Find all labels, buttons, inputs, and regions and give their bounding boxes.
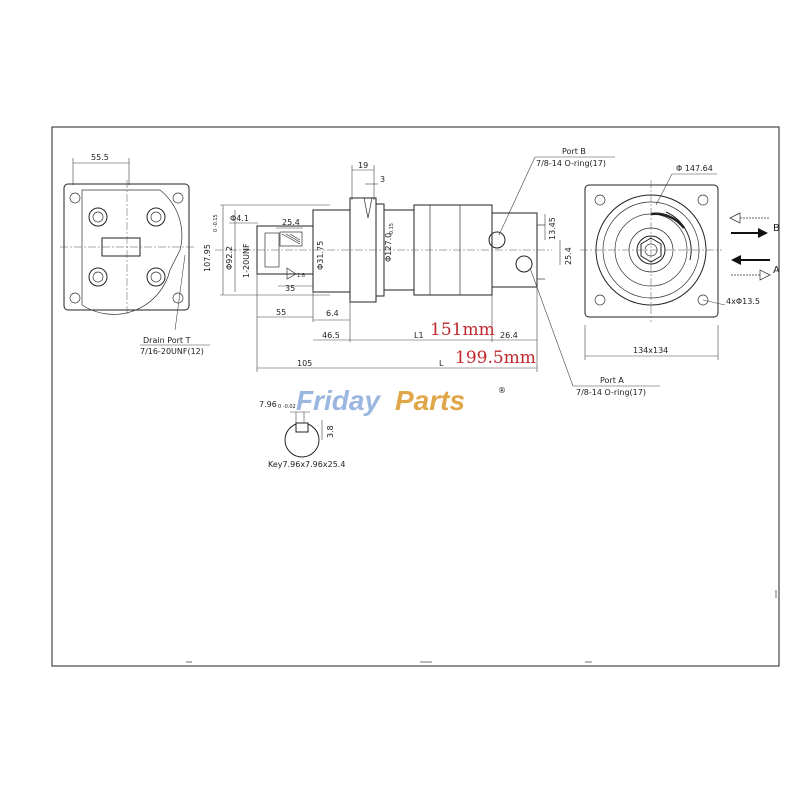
dim-46-5: 46.5	[322, 331, 340, 340]
dim-35: 35	[285, 284, 295, 293]
watermark-part1: Friday	[296, 385, 381, 416]
dim-3: 3	[380, 175, 385, 184]
dim-l-label: L	[439, 359, 444, 368]
dim-taper: 1:8	[297, 273, 305, 279]
dim-26-4: 26.4	[500, 331, 518, 340]
dim-19: 19	[358, 161, 368, 170]
key-detail: 7.96 0 -0.02 3.8 Key7.96x7.96x25.4	[259, 400, 345, 469]
dim-55-5: 55.5	[91, 153, 109, 162]
dim-25-4-key: 25.4	[282, 218, 300, 227]
key-spec: Key7.96x7.96x25.4	[268, 460, 345, 469]
dim-4-1: Φ4.1	[230, 214, 249, 223]
port-b-title: Port B	[562, 147, 586, 156]
dim-flange: 134x134	[633, 346, 668, 355]
dim-92-2: Φ92.2	[225, 246, 234, 270]
dim-holes: 4xΦ13.5	[726, 297, 760, 306]
dim-l1-label: L1	[414, 331, 424, 340]
drain-port-spec: 7/16-20UNF(12)	[140, 347, 204, 356]
key-width-tol: 0 -0.02	[278, 404, 296, 410]
dim-107-95-tol: 0 -0.15	[213, 214, 219, 232]
port-a-title: Port A	[600, 376, 624, 385]
arrow-a-label: A	[773, 265, 780, 276]
watermark-part2: Parts	[395, 385, 465, 416]
dim-6-4: 6.4	[326, 309, 339, 318]
dim-107-95: 107.95	[203, 244, 212, 272]
dim-127-tol: -0.15	[389, 223, 395, 236]
key-width: 7.96	[259, 400, 277, 409]
port-a-spec: 7/8-14 O-ring(17)	[576, 388, 646, 397]
dim-147-64: Φ 147.64	[676, 164, 713, 173]
dim-31-75: Φ31.75	[316, 241, 325, 270]
dim-55: 55	[276, 308, 286, 317]
key-height: 3.8	[326, 425, 335, 438]
port-b-spec: 7/8-14 O-ring(17)	[536, 159, 606, 168]
dim-105: 105	[297, 359, 312, 368]
watermark-logo: Friday Parts ®	[296, 385, 506, 416]
right-end-view: Φ 147.64 134x134 4xΦ13.5	[580, 164, 760, 360]
side-view: 19 3 107.95 0 -0.15 Φ92.2 Φ4.1	[203, 161, 573, 372]
dim-127: Φ127.0	[384, 233, 393, 262]
flow-arrows: B A	[729, 212, 780, 281]
dim-13-45: 13.45	[548, 217, 557, 240]
dim-unf: 1-20UNF	[242, 243, 251, 278]
dim-l1-value: 151mm	[430, 320, 495, 340]
drain-port-title: Drain Port T	[143, 336, 191, 345]
watermark-mark: ®	[498, 386, 506, 395]
dim-25-4-port: 25.4	[564, 247, 573, 265]
left-end-view: 55.5	[60, 153, 195, 331]
drawing-frame	[51, 126, 780, 667]
arrow-b-label: B	[773, 223, 780, 234]
dim-l-value: 199.5mm	[455, 348, 536, 368]
